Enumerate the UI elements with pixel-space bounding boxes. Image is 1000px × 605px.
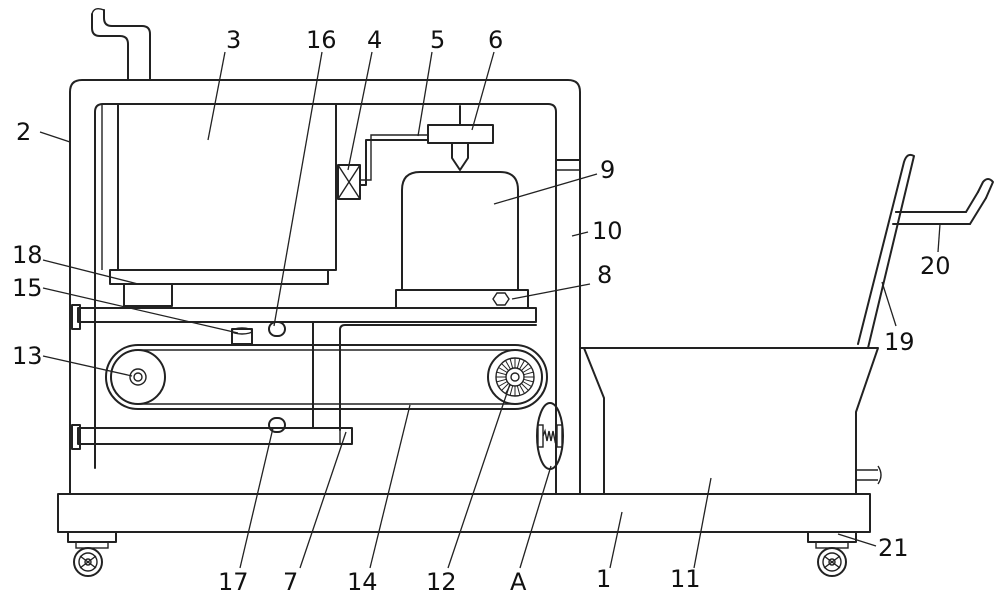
label-7: 7 (283, 568, 298, 596)
feed-pipe (359, 134, 429, 186)
labels: 1 2 3 4 5 6 7 8 9 10 11 12 13 14 15 16 1… (12, 26, 951, 596)
pulley-spoke (501, 383, 509, 391)
base-plate (57, 493, 871, 533)
pulley-spoke (521, 383, 529, 391)
label-3: 3 (226, 26, 241, 54)
label-19: 19 (884, 328, 915, 356)
conveyor-belt (105, 344, 548, 410)
tank (101, 103, 337, 271)
label-6: 6 (488, 26, 503, 54)
side-panel (555, 159, 581, 495)
wheel-left (67, 531, 117, 577)
pulley-spoke (522, 367, 532, 373)
label-12: 12 (426, 568, 457, 596)
slot-upper (268, 321, 286, 337)
label-16: 16 (306, 26, 337, 54)
drive-pulley (487, 349, 543, 405)
pulley-spoke (509, 358, 514, 369)
label-11: 11 (670, 565, 701, 593)
label-A: A (510, 568, 527, 596)
label-18: 18 (12, 241, 43, 269)
label-9: 9 (600, 156, 615, 184)
drive-pulley-spokes (496, 358, 534, 396)
driven-pulley (110, 349, 166, 405)
pulley-spoke (523, 371, 534, 376)
hopper (579, 347, 882, 495)
mold-base (395, 289, 529, 309)
pulley-spoke (501, 363, 509, 371)
pulley-spoke (523, 378, 534, 383)
pulley-spoke (521, 363, 529, 371)
exhaust-pipe (91, 7, 151, 81)
pulley-spoke (516, 358, 521, 369)
wheel-right (807, 531, 857, 577)
mold (401, 171, 519, 291)
sensor-block (231, 327, 253, 345)
label-10: 10 (592, 217, 623, 245)
lower-rail (71, 424, 353, 450)
pulley-spoke (496, 378, 507, 383)
label-2: 2 (16, 118, 31, 146)
label-5: 5 (430, 26, 445, 54)
pulley-spoke (516, 385, 521, 396)
label-13: 13 (12, 342, 43, 370)
pulley-spoke (498, 381, 508, 387)
label-17: 17 (218, 568, 249, 596)
leader-lines (39, 51, 941, 569)
label-4: 4 (367, 26, 382, 54)
right-housing (339, 324, 537, 431)
outer-frame (69, 79, 581, 495)
pulley-spoke (522, 381, 532, 387)
pulley-spoke (519, 360, 525, 370)
pulley-spoke (519, 384, 525, 394)
pulley-spoke (498, 367, 508, 373)
tank-support (109, 269, 329, 307)
label-1: 1 (596, 565, 611, 593)
label-15: 15 (12, 274, 43, 302)
label-21: 21 (878, 534, 909, 562)
valve (337, 164, 361, 200)
slot-lower (268, 417, 286, 433)
pulley-spoke (509, 385, 514, 396)
label-20: 20 (920, 252, 951, 280)
push-handle (857, 153, 994, 349)
pulley-spoke (505, 360, 511, 370)
nozzle (427, 105, 494, 171)
label-14: 14 (347, 568, 378, 596)
label-8: 8 (597, 261, 612, 289)
pulley-spoke (496, 371, 507, 376)
detail-a (536, 402, 564, 470)
